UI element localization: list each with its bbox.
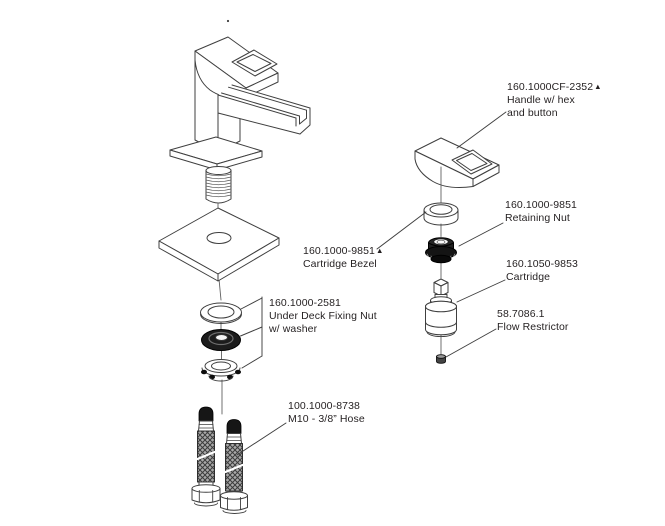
part-name-line: Retaining Nut (505, 212, 570, 224)
part-number: 160.1050-9853 (506, 258, 578, 270)
hose-right (220, 419, 248, 514)
base-plate (158, 207, 280, 282)
leader-flow-restrictor (445, 328, 497, 358)
cartridge-bezel (423, 202, 459, 226)
label-cartridge: 160.1050-9853 Cartridge (506, 258, 578, 284)
rubber-washer (201, 329, 241, 351)
label-handle: 160.1000CF-2352▲ Handle w/ hex and butto… (507, 80, 602, 120)
part-number: 160.1000-2581 (269, 297, 341, 309)
dot-mark (226, 19, 230, 23)
part-name-line: w/ washer (269, 323, 318, 335)
label-flow-restrictor: 58.7086.1 Flow Restrictor (497, 308, 569, 334)
leader-fixing-nut-bracket (240, 296, 263, 369)
cartridge (425, 278, 457, 338)
leader-cartridge (456, 279, 506, 303)
triangle-marker: ▲ (594, 82, 602, 91)
hose-left (191, 406, 221, 507)
washer-stack-group (200, 302, 242, 382)
part-number: 100.1000-8738 (288, 400, 360, 412)
leader-lines (236, 111, 507, 456)
triangle-marker: ▲ (375, 246, 384, 255)
part-number: 160.1000-9851 (505, 199, 577, 211)
spout (217, 84, 311, 135)
under-deck-fixing-nut (201, 359, 241, 382)
part-name-line: Cartridge Bezel (303, 258, 377, 270)
flow-restrictor (436, 354, 446, 364)
label-cartridge-bezel: 160.1000-9851▲ Cartridge Bezel (303, 244, 383, 271)
part-name-line: M10 - 3/8” Hose (288, 413, 365, 425)
part-name-line: Flow Restrictor (497, 321, 569, 333)
flat-washer (200, 302, 242, 324)
part-number: 160.1000CF-2352▲ (507, 81, 602, 93)
part-name-line: Under Deck Fixing Nut (269, 310, 377, 322)
label-hose: 100.1000-8738 M10 - 3/8” Hose (288, 400, 365, 426)
mounting-shank (205, 166, 232, 204)
part-number: 160.1000-9851▲ (303, 245, 384, 257)
faucet-body-group (169, 36, 311, 171)
hoses-group (191, 406, 248, 514)
part-name-line: Handle w/ hex (507, 94, 575, 106)
label-retaining-nut: 160.1000-9851 Retaining Nut (505, 199, 577, 225)
part-name-line: Cartridge (506, 271, 551, 283)
leader-cartridge-bezel (376, 211, 427, 250)
leader-hose (236, 422, 287, 456)
leader-retaining-nut (458, 222, 504, 247)
part-name-line: and button (507, 107, 558, 119)
leader-handle (456, 111, 507, 149)
retaining-nut (425, 237, 457, 264)
label-under-deck-fixing-nut: 160.1000-2581 Under Deck Fixing Nut w/ w… (269, 297, 377, 336)
part-number: 58.7086.1 (497, 308, 545, 320)
handle-group (414, 137, 500, 188)
